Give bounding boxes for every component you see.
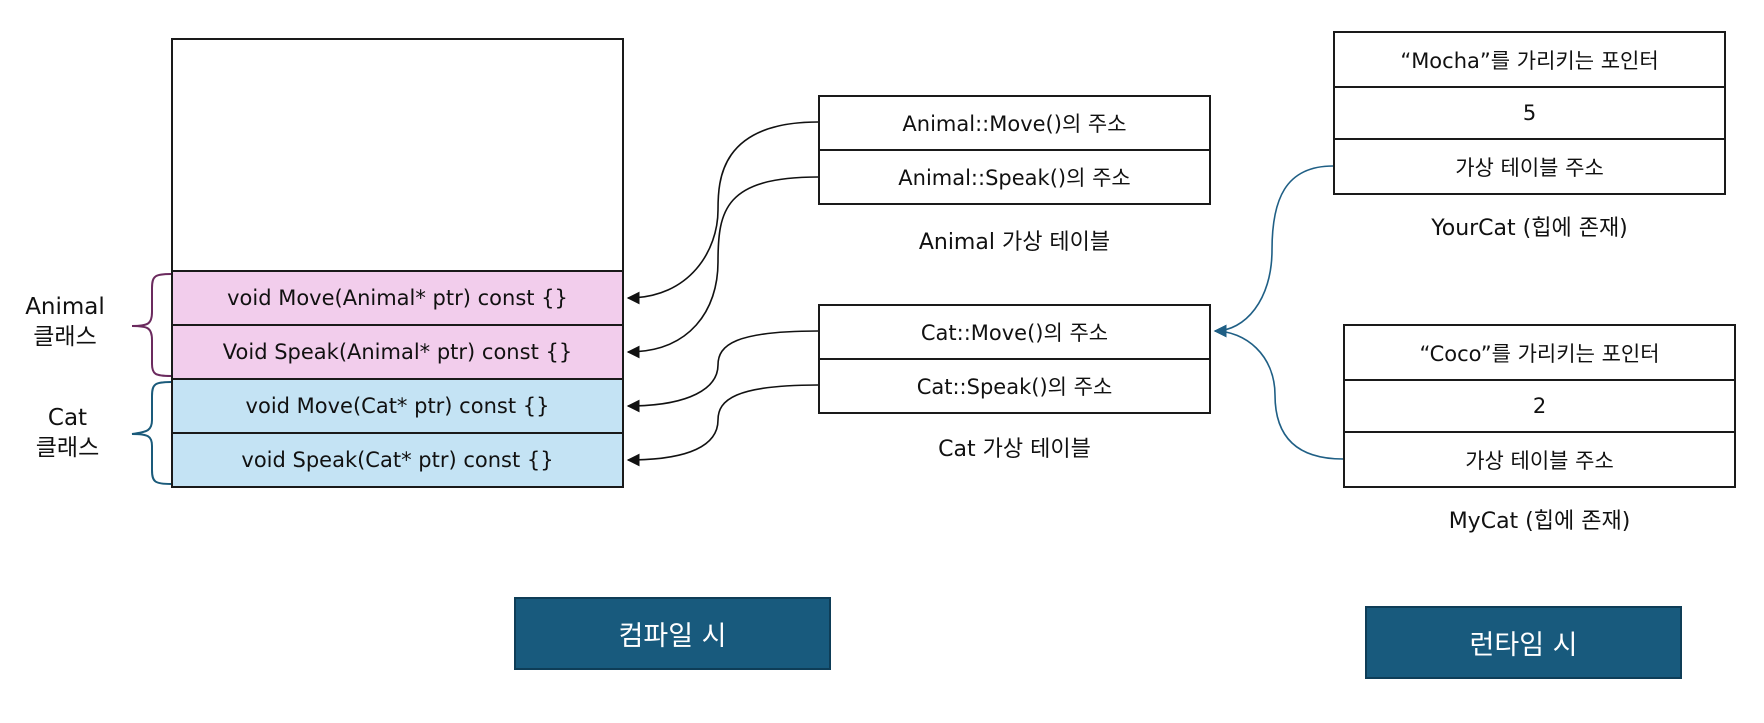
object-field-label: “Coco”를 가리키는 포인터: [1419, 341, 1660, 366]
object-field-label: 가상 테이블 주소: [1465, 448, 1614, 473]
yourcat-caption: YourCat (힙에 존재): [1431, 216, 1628, 241]
animal-class-label: Animal 클래스: [10, 292, 120, 352]
vtable-entry-label: Cat::Speak()의 주소: [916, 375, 1113, 399]
animal-vtable-entry-speak: Animal::Speak()의 주소: [818, 149, 1211, 205]
object-field-label: 가상 테이블 주소: [1455, 155, 1604, 180]
arrow-animal-speak: [626, 176, 819, 359]
memory-row-label: void Move(Animal* ptr) const {}: [227, 286, 568, 310]
memory-row-label: void Move(Cat* ptr) const {}: [245, 394, 550, 418]
cat-class-brace: [131, 381, 172, 485]
memory-block-empty-area: [171, 38, 624, 272]
cat-class-label-line1: Cat: [47, 405, 88, 431]
compile-time-button-label: 컴파일 시: [618, 621, 727, 652]
mycat-field-vtable-address: 가상 테이블 주소: [1343, 431, 1736, 488]
cat-vtable-caption: Cat 가상 테이블: [938, 437, 1091, 462]
vtable-entry-label: Cat::Move()의 주소: [920, 321, 1109, 345]
arrow-cat-move: [626, 330, 819, 413]
memory-row-cat-move: void Move(Cat* ptr) const {}: [171, 378, 624, 434]
memory-row-animal-move: void Move(Animal* ptr) const {}: [171, 270, 624, 326]
animal-class-brace: [131, 273, 172, 377]
arrow-animal-move: [626, 121, 819, 305]
animal-vtable-caption: Animal 가상 테이블: [918, 230, 1111, 255]
arrow-yourcat-vtable: [1213, 165, 1334, 338]
memory-row-cat-speak: void Speak(Cat* ptr) const {}: [171, 432, 624, 488]
memory-row-label: void Speak(Cat* ptr) const {}: [241, 448, 554, 472]
memory-row-animal-speak: Void Speak(Animal* ptr) const {}: [171, 324, 624, 380]
memory-row-label: Void Speak(Animal* ptr) const {}: [222, 340, 573, 364]
yourcat-field-vtable-address: 가상 테이블 주소: [1333, 138, 1726, 195]
object-field-label: “Mocha”를 가리키는 포인터: [1400, 48, 1659, 73]
object-field-label: 5: [1522, 101, 1537, 125]
cat-vtable-entry-speak: Cat::Speak()의 주소: [818, 358, 1211, 414]
mycat-caption: MyCat (힙에 존재): [1448, 509, 1631, 534]
cat-class-label: Cat 클래스: [10, 403, 125, 463]
runtime-button-label: 런타임 시: [1469, 630, 1578, 661]
animal-class-label-line1: Animal: [25, 294, 105, 320]
object-field-label: 2: [1532, 394, 1547, 418]
arrow-mycat-vtable: [1213, 324, 1344, 460]
vtable-entry-label: Animal::Move()의 주소: [902, 112, 1127, 136]
runtime-button[interactable]: 런타임 시: [1365, 606, 1682, 679]
arrow-cat-speak: [626, 384, 819, 467]
vtable-entry-label: Animal::Speak()의 주소: [898, 166, 1131, 190]
cat-class-label-line2: 클래스: [35, 435, 100, 461]
animal-class-label-line2: 클래스: [33, 324, 97, 350]
compile-time-button[interactable]: 컴파일 시: [514, 597, 831, 670]
